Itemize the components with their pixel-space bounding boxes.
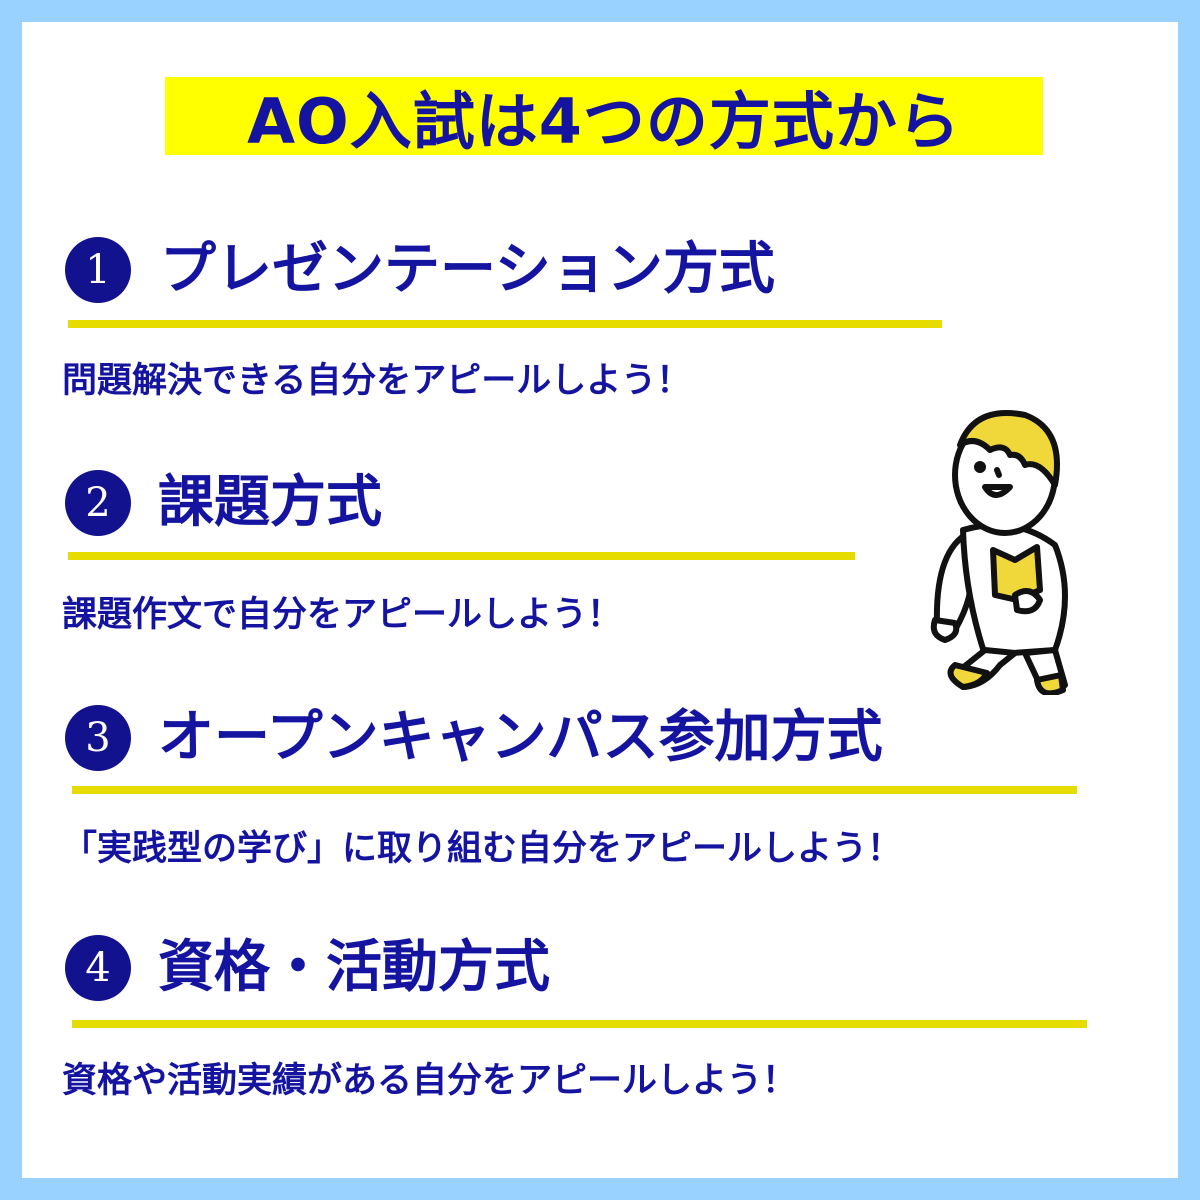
method-heading-2: 課題方式 bbox=[158, 470, 382, 535]
method-description-2: 課題作文で自分をアピールしよう！ bbox=[62, 595, 623, 635]
boy-reading-illustration bbox=[930, 410, 1068, 695]
heading-underline-1 bbox=[68, 320, 942, 328]
method-heading-1: プレゼンテーション方式 bbox=[160, 237, 775, 302]
method-heading-4: 資格・活動方式 bbox=[158, 935, 550, 1000]
number-badge-4: 4 bbox=[65, 935, 131, 1001]
heading-underline-2 bbox=[68, 552, 855, 560]
method-heading-3: オープンキャンパス参加方式 bbox=[158, 705, 883, 770]
number-badge-1: 1 bbox=[65, 237, 131, 303]
heading-underline-3 bbox=[72, 786, 1077, 794]
heading-underline-4 bbox=[72, 1020, 1087, 1028]
method-description-3: 「実践型の学び」に取り組む自分をアピールしよう！ bbox=[62, 829, 903, 869]
number-badge-2: 2 bbox=[65, 470, 131, 536]
page-title: AO入試は4つの方式から bbox=[165, 77, 1043, 158]
method-description-1: 問題解決できる自分をアピールしよう！ bbox=[62, 361, 692, 401]
method-description-4: 資格や活動実績がある自分をアピールしよう！ bbox=[62, 1061, 798, 1101]
number-badge-3: 3 bbox=[65, 705, 131, 771]
